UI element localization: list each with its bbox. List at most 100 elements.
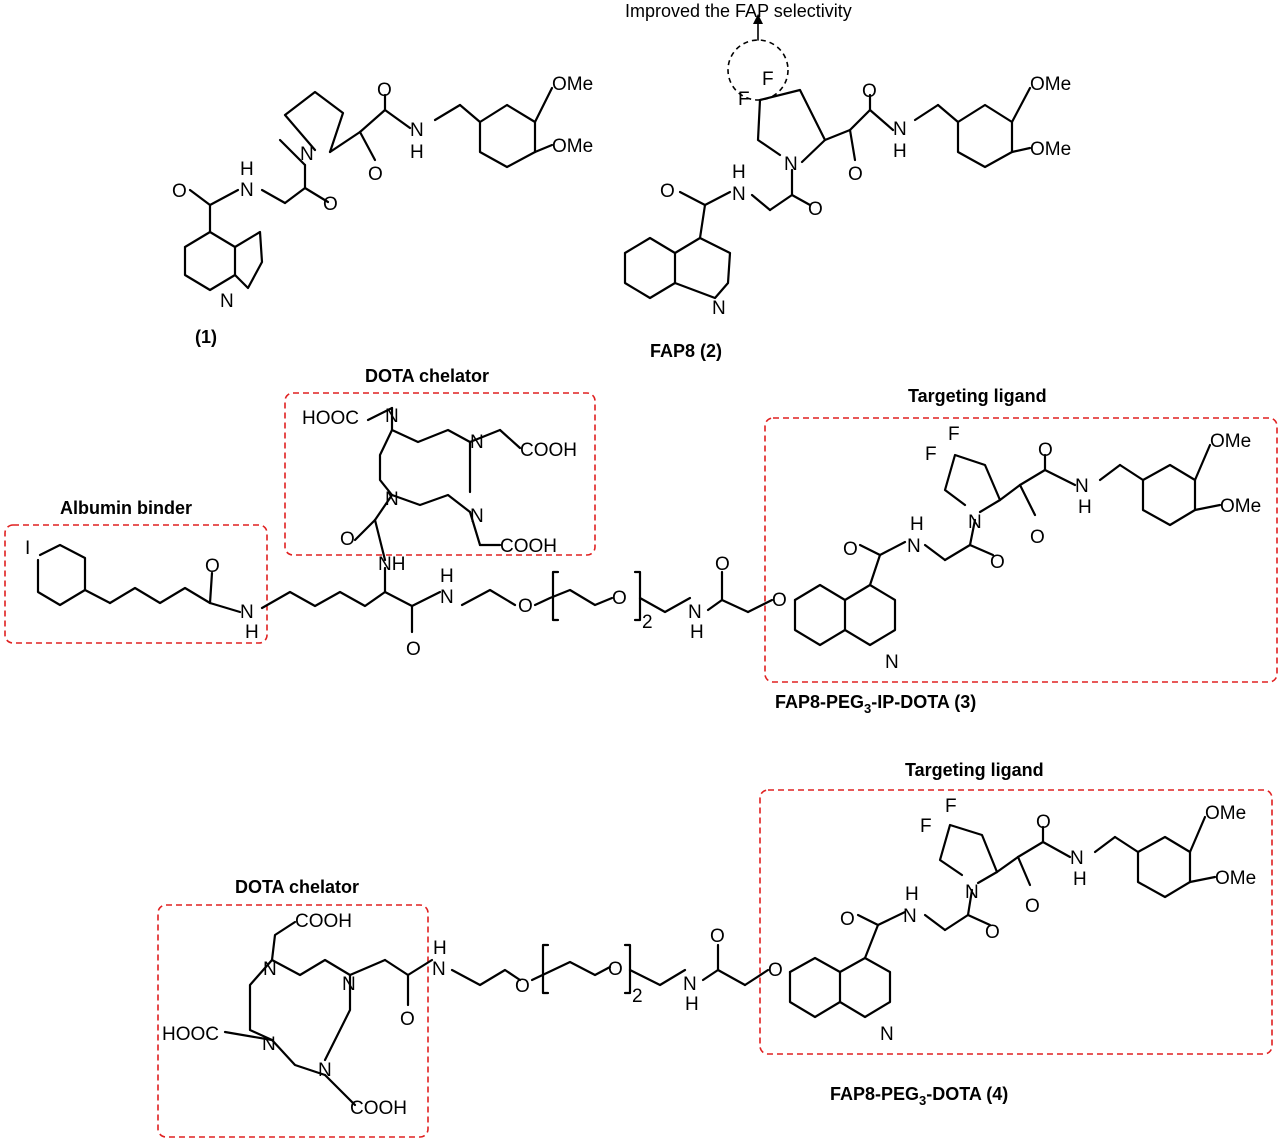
- compound-4: DOTA chelator COOH N N N N HOOC COOH O N…: [157, 760, 1273, 1138]
- c1-h-atom-benzyl: H: [410, 142, 424, 163]
- c3-n-atom-albumin: N: [240, 602, 254, 623]
- c4-o-atom-amide2: O: [710, 926, 725, 947]
- c3-cooh-1: COOH: [520, 440, 577, 461]
- c4-dota-n2: N: [342, 974, 356, 995]
- c3-ome-2: OMe: [1220, 496, 1261, 517]
- c2-n-atom-benzyl: N: [893, 119, 907, 140]
- c3-nh-lys: NH: [378, 554, 405, 575]
- albumin-binder-label: Albumin binder: [60, 498, 192, 518]
- c4-cooh-2: COOH: [350, 1098, 407, 1119]
- compound-3: Albumin binder I O N H O NH N H O O 2 N …: [4, 366, 1278, 716]
- c4-n-atom-quin: N: [880, 1024, 894, 1045]
- c2-f-atom-2: F: [738, 89, 750, 110]
- c1-o-atom-amide: O: [323, 194, 338, 215]
- c3-dota-n4: N: [470, 506, 484, 527]
- fap-selectivity-note: Improved the FAP selectivity: [625, 1, 852, 21]
- c1-o-atom-keto: O: [368, 164, 383, 185]
- c4-o-atom-ether: O: [768, 960, 783, 981]
- c3-n-atom-benzyl: N: [1075, 476, 1089, 497]
- c1-ome-1: OMe: [552, 74, 593, 95]
- c2-o-atom-keto: O: [848, 164, 863, 185]
- c4-cooh-1: COOH: [295, 911, 352, 932]
- c2-o-atom-amide: O: [808, 199, 823, 220]
- c1-n-atom-amide: N: [240, 180, 254, 201]
- dota-chelator-label-4: DOTA chelator: [235, 877, 359, 897]
- compound-1-label: (1): [195, 327, 217, 347]
- c2-h-atom-benzyl: H: [893, 141, 907, 162]
- c4-ome-2: OMe: [1215, 868, 1256, 889]
- dota-chelator-box-3: [284, 392, 596, 556]
- c1-o-atom: O: [172, 181, 187, 202]
- c4-n-atom-quin-amide: N: [903, 906, 917, 927]
- c3-o-atom-quin: O: [843, 539, 858, 560]
- c3-n-atom-ring: N: [968, 512, 982, 533]
- c2-h-atom: H: [732, 162, 746, 183]
- c4-h-atom-quin: H: [905, 884, 919, 905]
- c2-f-atom-1: F: [762, 69, 774, 90]
- c4-h-atom-benzyl: H: [1073, 869, 1087, 890]
- peg-subscript-2: 2: [642, 612, 653, 633]
- c1-h-atom: H: [240, 159, 254, 180]
- c3-h-atom-amide2: H: [690, 622, 704, 643]
- targeting-ligand-label-4: Targeting ligand: [905, 760, 1044, 780]
- c3-o-atom-ether: O: [772, 590, 787, 611]
- c1-ome-2: OMe: [552, 136, 593, 157]
- peg-subscript-2-c4: 2: [632, 986, 643, 1007]
- c3-o-atom-peg1: O: [518, 596, 533, 617]
- c4-dota-n3: N: [262, 1034, 276, 1055]
- c4-h-atom-amide2: H: [685, 994, 699, 1015]
- c3-f-atom-1: F: [948, 424, 960, 445]
- c4-o-atom-peg2: O: [608, 959, 623, 980]
- c4-o-atom-dota: O: [400, 1009, 415, 1030]
- c3-o-atom-lys: O: [406, 639, 421, 660]
- c4-n-atom-ring: N: [965, 882, 979, 903]
- compound-4-label: FAP8-PEG3-DOTA (4): [830, 1084, 1008, 1108]
- c3-n-atom-amide2: N: [688, 602, 702, 623]
- c4-o-atom-quin: O: [840, 909, 855, 930]
- compound-2-label: FAP8 (2): [650, 341, 722, 361]
- c3-n-atom-quin-amide: N: [907, 536, 921, 557]
- c3-hooc-1: HOOC: [302, 408, 359, 429]
- c4-n-atom-amide2: N: [683, 974, 697, 995]
- c4-f-atom-1: F: [945, 796, 957, 817]
- c3-o-atom-ligand-amide: O: [990, 552, 1005, 573]
- targeting-ligand-label-3: Targeting ligand: [908, 386, 1047, 406]
- c4-o-atom-ligand-amide: O: [985, 922, 1000, 943]
- c3-dota-n3: N: [385, 489, 399, 510]
- c4-ome-1: OMe: [1205, 803, 1246, 824]
- c2-ome-1: OMe: [1030, 74, 1071, 95]
- c3-h-atom-quin: H: [910, 514, 924, 535]
- iodine-atom: I: [25, 538, 30, 559]
- c3-o-atom-albumin: O: [205, 556, 220, 577]
- c4-o-atom-peg1: O: [515, 976, 530, 997]
- albumin-binder-box: [4, 524, 268, 644]
- c3-h-atom-peg: H: [440, 566, 454, 587]
- c3-h-atom-benzyl: H: [1078, 497, 1092, 518]
- c3-dota-n1: N: [385, 406, 399, 427]
- c2-n-atom-ring: N: [784, 154, 798, 175]
- c4-dota-n1: N: [263, 959, 277, 980]
- c3-o-atom-keto: O: [1030, 527, 1045, 548]
- c2-n-atom: N: [712, 298, 726, 319]
- c1-o-atom-top: O: [377, 80, 392, 101]
- targeting-ligand-box-3: [764, 417, 1278, 683]
- c3-ome-1: OMe: [1210, 431, 1251, 452]
- c4-f-atom-2: F: [920, 816, 932, 837]
- c3-h-atom-albumin: H: [245, 622, 259, 643]
- c1-n-atom-ring: N: [300, 144, 314, 165]
- c3-cooh-2: COOH: [500, 536, 557, 557]
- c3-o-atom-amide2: O: [715, 554, 730, 575]
- c2-o-atom: O: [660, 181, 675, 202]
- c3-dota-n2: N: [470, 432, 484, 453]
- c4-h-atom-peg: H: [433, 938, 447, 959]
- c4-o-atom-keto: O: [1025, 896, 1040, 917]
- dota-chelator-label-3: DOTA chelator: [365, 366, 489, 386]
- c4-hooc: HOOC: [162, 1024, 219, 1045]
- compound-1: N O H N N O O O N H OMe OMe (1): [172, 74, 593, 347]
- c4-n-atom-benzyl: N: [1070, 848, 1084, 869]
- dota-chelator-box-4: [157, 904, 429, 1138]
- c1-n-atom-benzyl: N: [410, 120, 424, 141]
- c4-o-atom-top: O: [1036, 812, 1051, 833]
